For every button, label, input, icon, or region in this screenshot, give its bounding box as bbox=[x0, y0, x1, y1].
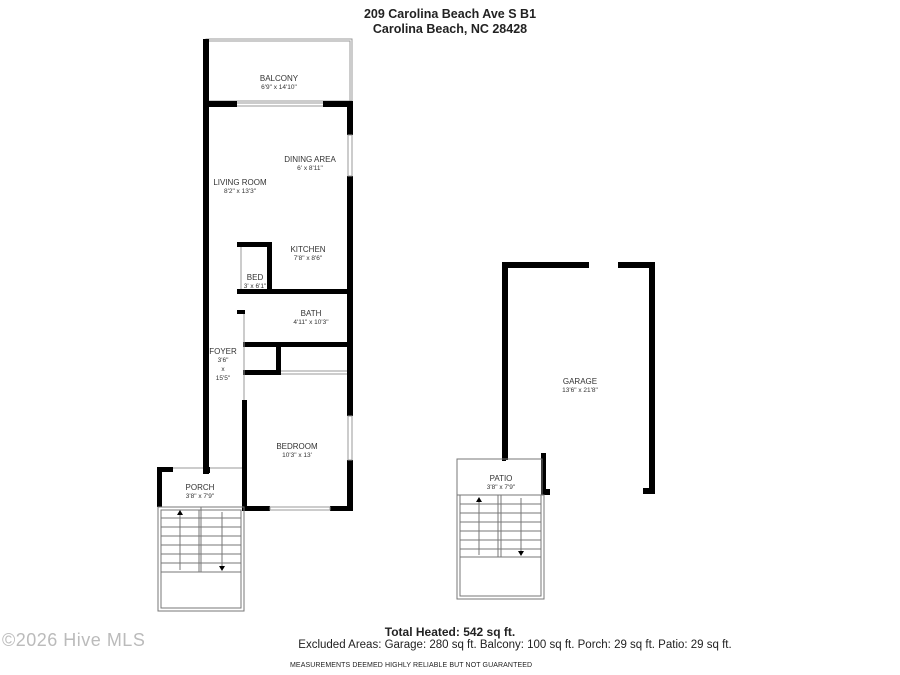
room-dims: 6'9" x 14'10" bbox=[261, 84, 297, 91]
room-name: LIVING ROOM bbox=[213, 178, 267, 187]
garage-walls bbox=[502, 262, 655, 495]
room-name: BATH bbox=[300, 309, 322, 318]
address-line-2: Carolina Beach, NC 28428 bbox=[372, 22, 528, 36]
room-dims: 3'8" x 7'9" bbox=[486, 484, 516, 491]
room-porch: PORCH 3'8" x 7'9" bbox=[186, 483, 215, 501]
room-dims: 13'6" x 21'8" bbox=[562, 387, 598, 394]
room-bed: BED 3' x 6'1" bbox=[244, 273, 267, 291]
room-dims: 3'8" x 7'9" bbox=[185, 493, 215, 500]
room-name: PATIO bbox=[489, 474, 513, 483]
room-name: BALCONY bbox=[259, 74, 299, 83]
address-line-1: 209 Carolina Beach Ave S B1 bbox=[363, 7, 537, 21]
room-living-room: LIVING ROOM 8'2" x 13'3" bbox=[213, 178, 266, 196]
excluded-areas: Excluded Areas: Garage: 280 sq ft. Balco… bbox=[298, 639, 732, 651]
room-dims: 10'3" x 13' bbox=[282, 452, 312, 459]
room-dims-2: x bbox=[221, 366, 225, 373]
total-heated: Total Heated: 542 sq ft. bbox=[384, 625, 516, 639]
room-name: KITCHEN bbox=[290, 245, 326, 254]
room-foyer: FOYER 3'6" x 15'5" bbox=[209, 347, 237, 383]
stair-arrows bbox=[177, 510, 225, 571]
room-name: PORCH bbox=[185, 483, 215, 492]
watermark: ©2026 Hive MLS bbox=[2, 630, 146, 650]
room-dims: 4'11" x 10'3" bbox=[293, 319, 329, 326]
porch-stairs bbox=[157, 506, 245, 612]
main-walls bbox=[157, 39, 353, 511]
patio-stair-arrows bbox=[476, 497, 524, 556]
disclaimer: MEASUREMENTS DEEMED HIGHLY RELIABLE BUT … bbox=[290, 662, 533, 669]
room-garage: GARAGE 13'6" x 21'8" bbox=[562, 377, 598, 395]
room-balcony: BALCONY 6'9" x 14'10" bbox=[260, 74, 298, 92]
room-dims: 7'8" x 8'6" bbox=[293, 255, 323, 262]
room-dims: 6' x 8'11" bbox=[297, 165, 323, 172]
patio-outline bbox=[456, 458, 545, 600]
room-name: GARAGE bbox=[562, 377, 598, 386]
room-dims-1: 3'6" bbox=[217, 357, 229, 364]
room-dining-area: DINING AREA 6' x 8'11" bbox=[284, 155, 336, 173]
room-bedroom: BEDROOM 10'3" x 13' bbox=[276, 442, 317, 460]
windows bbox=[173, 102, 353, 511]
room-name: BEDROOM bbox=[276, 442, 318, 451]
room-dims: 3' x 6'1" bbox=[243, 283, 267, 290]
room-patio: PATIO 3'8" x 7'9" bbox=[487, 474, 515, 492]
room-name: DINING AREA bbox=[284, 155, 336, 164]
room-dims-3: 15'5" bbox=[215, 375, 231, 382]
room-kitchen: KITCHEN 7'8" x 8'6" bbox=[290, 245, 325, 263]
room-dims: 8'2" x 13'3" bbox=[223, 188, 257, 195]
room-name: BED bbox=[246, 273, 264, 282]
room-name: FOYER bbox=[209, 347, 237, 356]
room-bath: BATH 4'11" x 10'3" bbox=[293, 309, 328, 327]
